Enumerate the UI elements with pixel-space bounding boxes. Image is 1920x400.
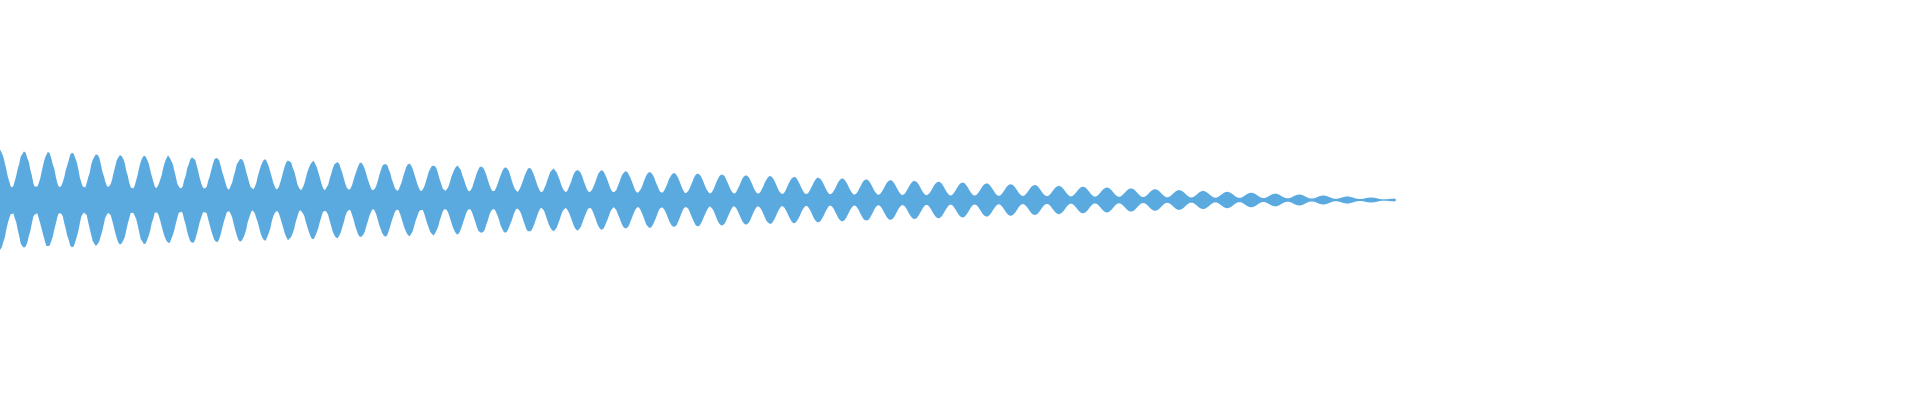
waveform-path (0, 149, 1397, 251)
